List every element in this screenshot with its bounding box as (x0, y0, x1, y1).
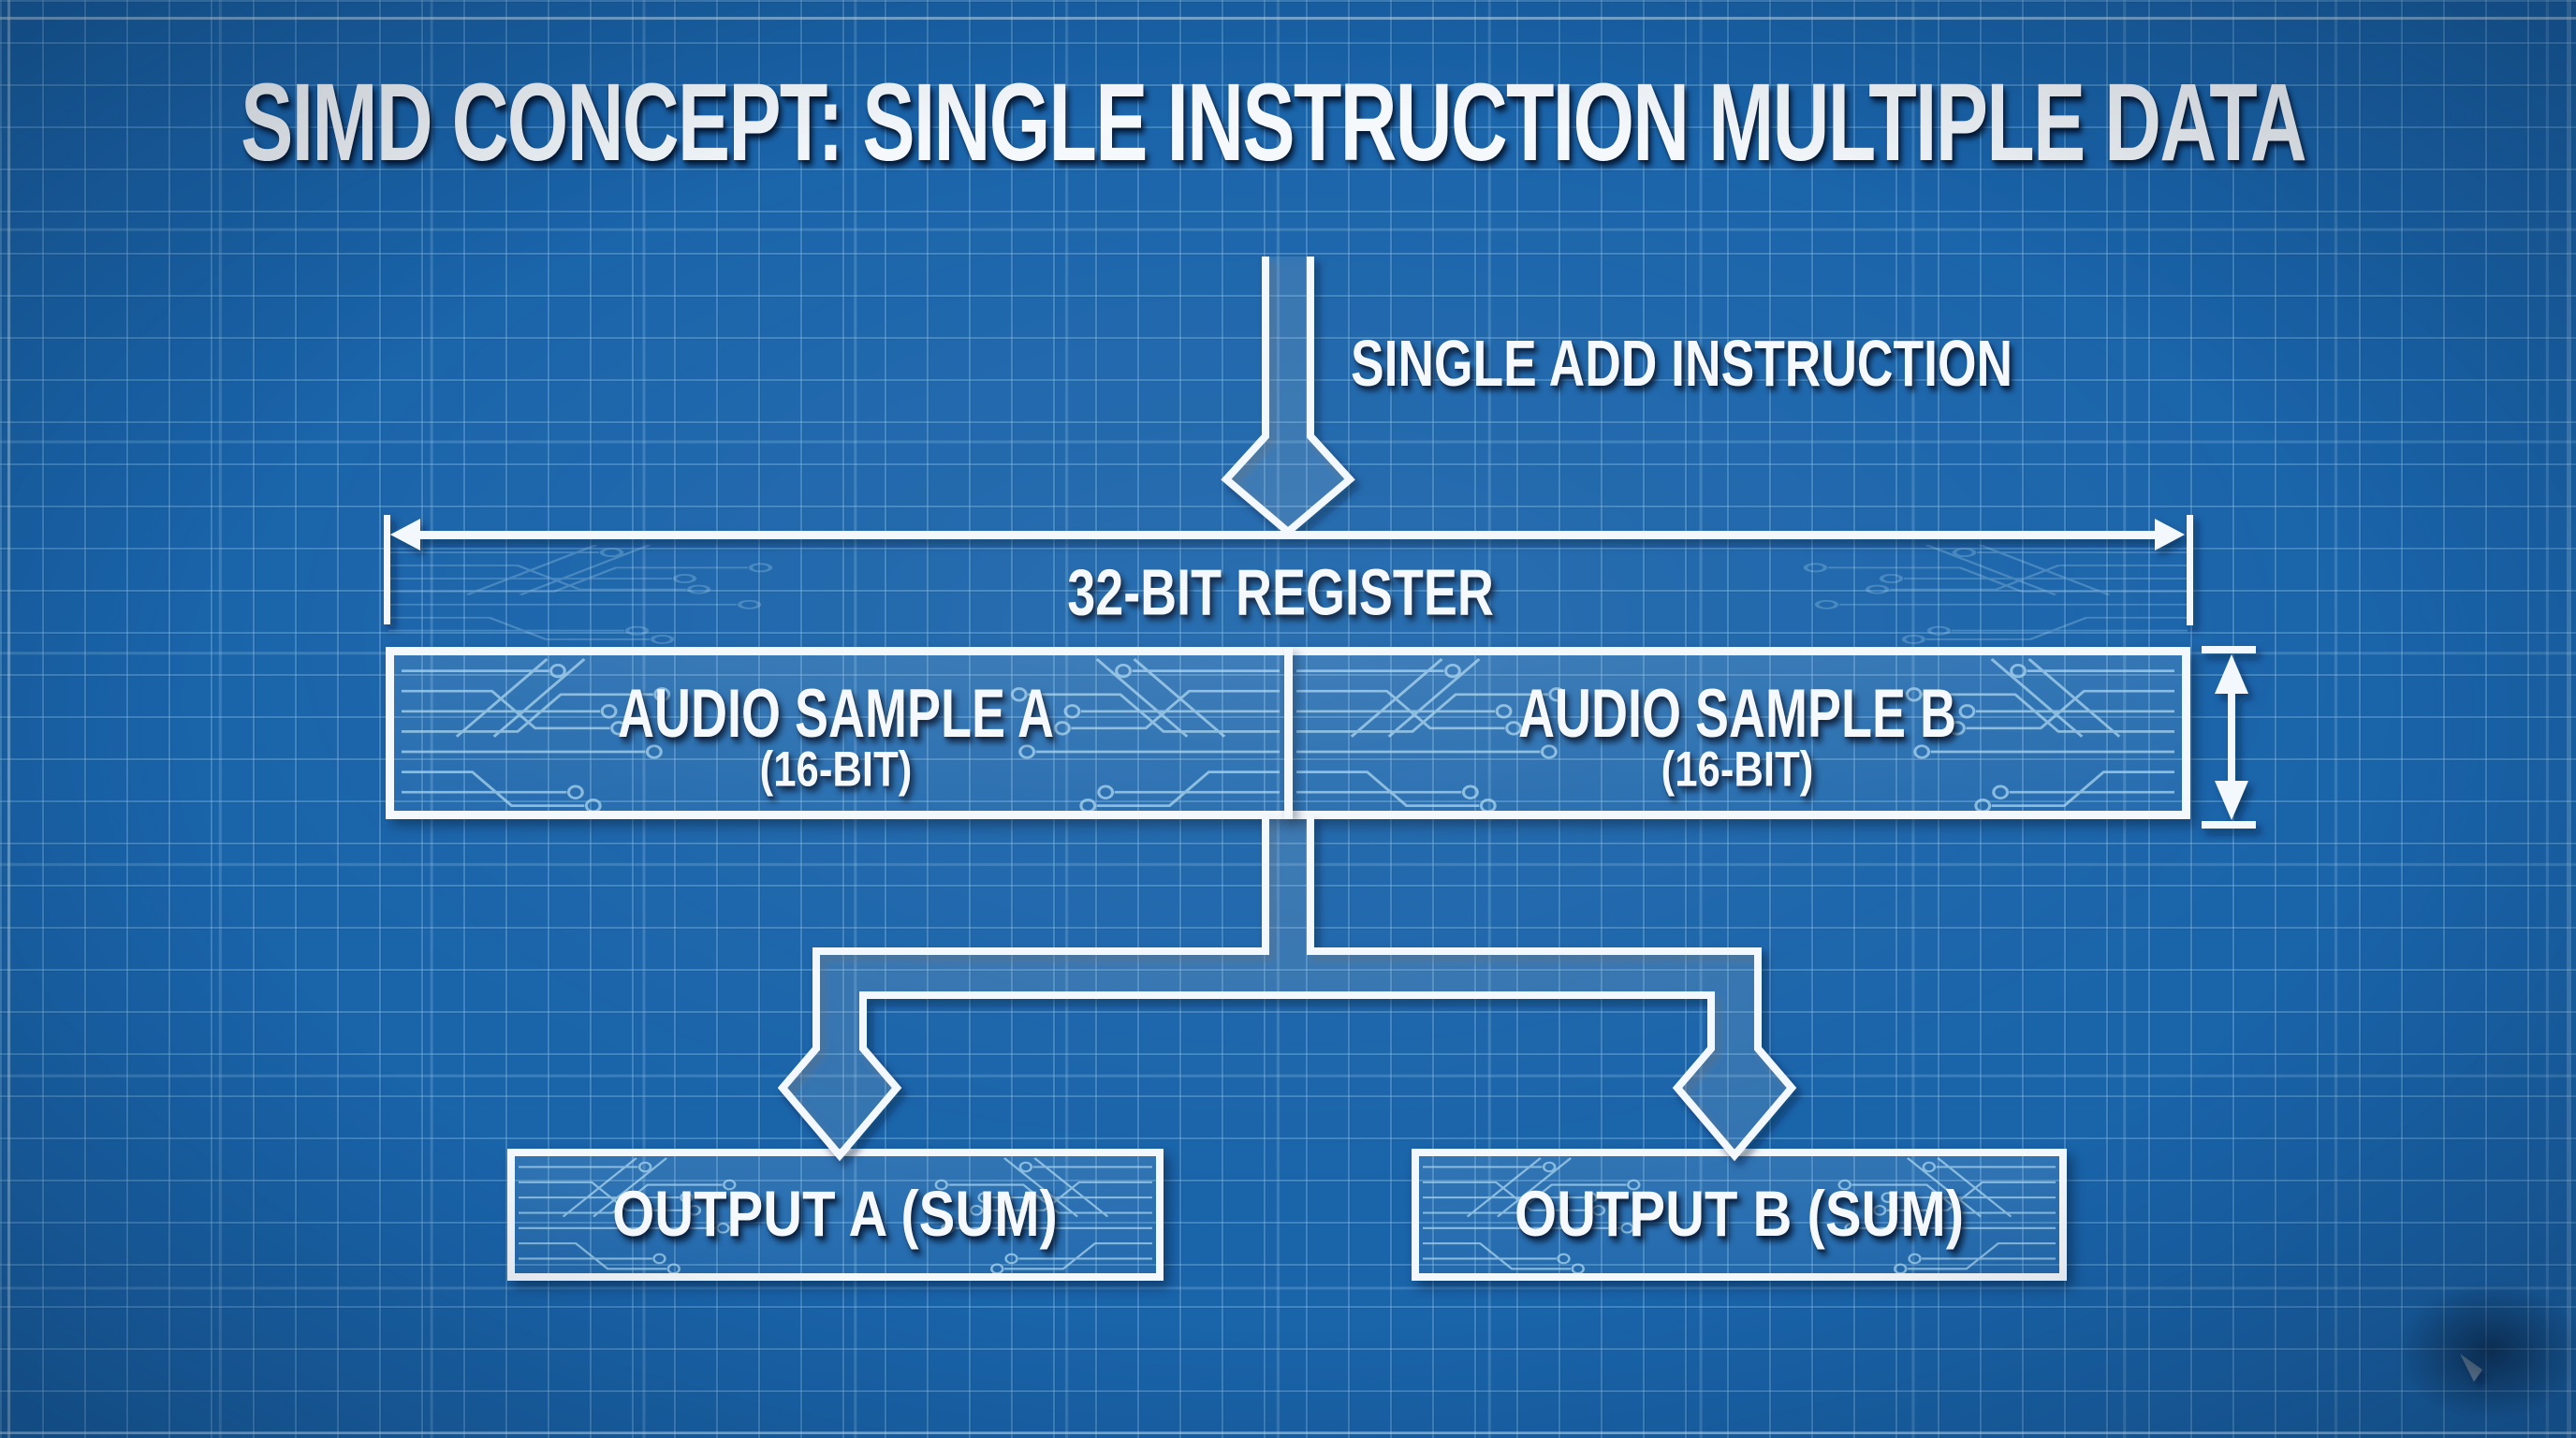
instruction-arrow-label: SINGLE ADD INSTRUCTION (1351, 327, 2013, 400)
vertical-double-arrow-icon (2202, 646, 2256, 829)
grid-major-line-right (2567, 0, 2569, 1438)
register-width-label: 32-BIT REGISTER (1067, 556, 1494, 629)
down-arrow-icon (1221, 257, 1355, 537)
output-a-label: OUTPUT A (SUM) (612, 1178, 1058, 1251)
lane-b-size: (16-BIT) (1661, 741, 1814, 797)
grid-major-line-top (0, 17, 2576, 20)
grid-major-line-left (7, 0, 10, 1438)
register-lane-divider (1284, 647, 1293, 819)
page-title: SIMD CONCEPT: SINGLE INSTRUCTION MULTIPL… (241, 60, 2306, 184)
horizontal-double-arrow-icon (384, 515, 2193, 625)
lane-b-name: AUDIO SAMPLE B (1517, 675, 1957, 752)
split-down-arrows-icon (777, 816, 1797, 1162)
output-a-box (507, 1149, 1164, 1281)
smudge-mark (2460, 1354, 2482, 1382)
lane-a-name: AUDIO SAMPLE A (617, 675, 1055, 752)
lane-a-size: (16-BIT) (759, 741, 913, 797)
output-b-label: OUTPUT B (SUM) (1514, 1178, 1965, 1251)
grid-major-line-bottom (0, 1431, 2576, 1434)
